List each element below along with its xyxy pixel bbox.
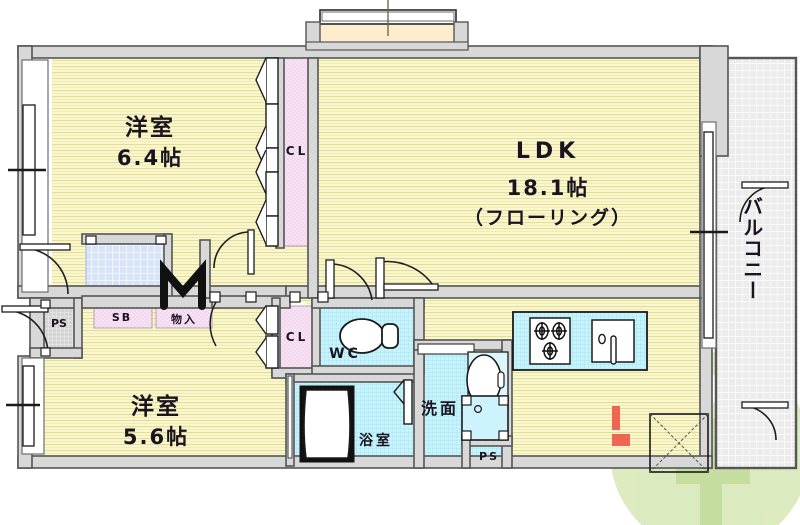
windows [6, 0, 728, 459]
washer-pan [461, 395, 509, 441]
north-alcove [305, 21, 469, 51]
closet-south-doors [255, 305, 279, 369]
ldk-floor-upper [306, 58, 712, 298]
toilet-bowl [339, 318, 399, 354]
bath-door [403, 379, 413, 425]
bath-door-swing [393, 379, 405, 405]
monoire-opening-icon [160, 259, 206, 310]
kitchen-counter [512, 311, 648, 371]
closet-north-doors [255, 57, 279, 247]
bathtub [299, 385, 355, 463]
ldk-floor-hatch [649, 413, 709, 473]
closet-south-fill [277, 305, 317, 371]
red-markers [612, 406, 630, 446]
wall-nubs [40, 235, 329, 357]
balcony-floor [716, 58, 796, 468]
sink-icon [591, 319, 635, 365]
doors [1, 181, 789, 441]
stove-icon [529, 317, 571, 365]
shoebox-fill [93, 305, 153, 329]
